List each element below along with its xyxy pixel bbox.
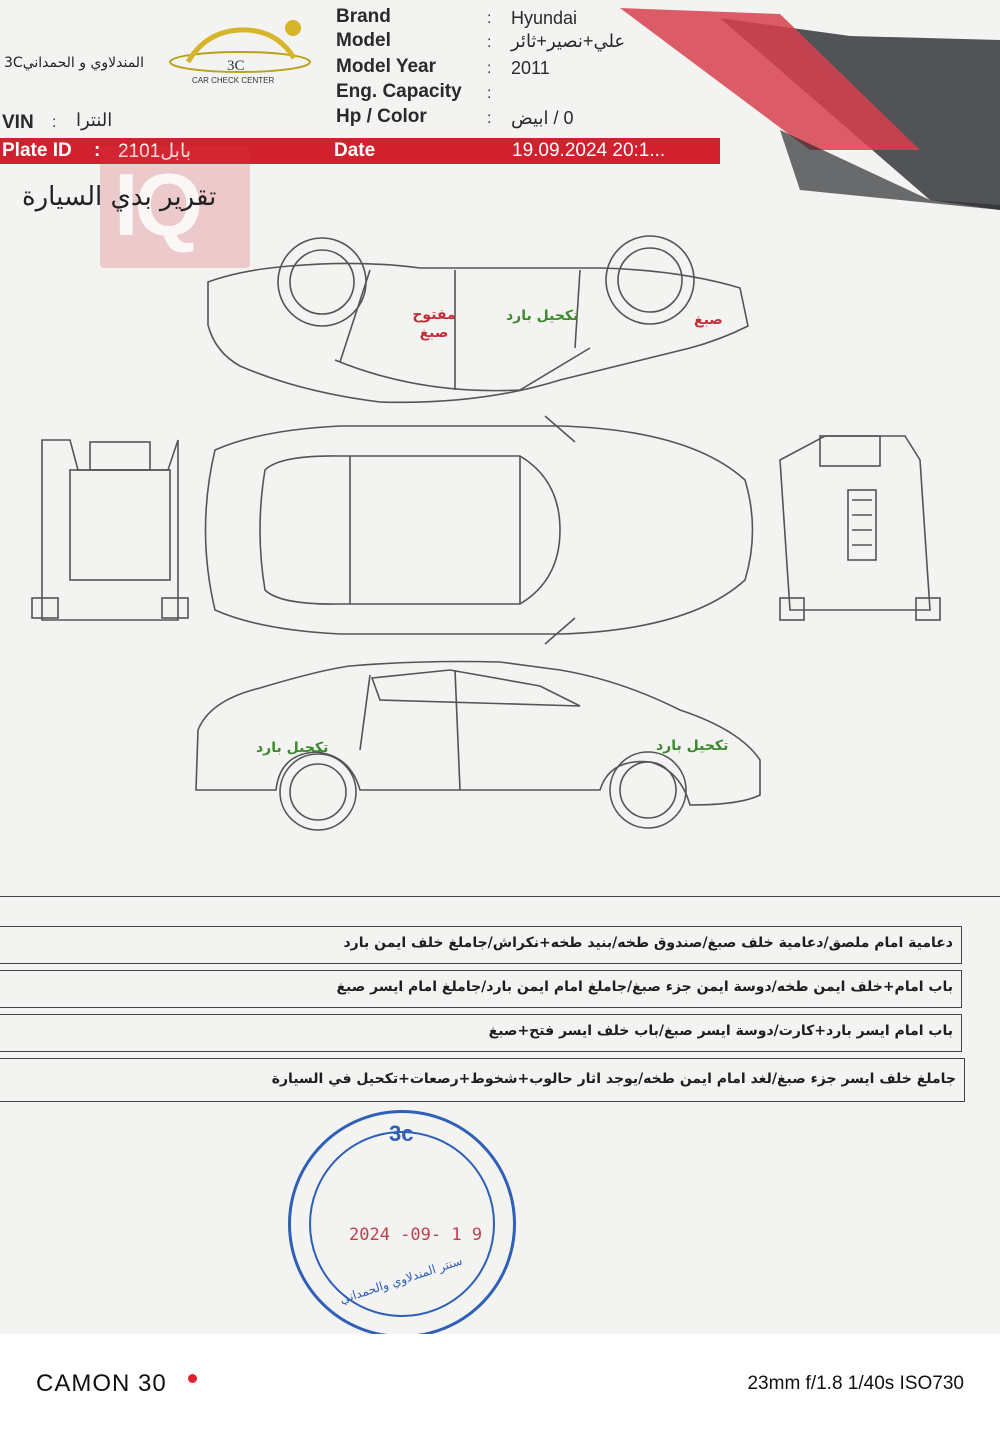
inspection-stamp: 3c 2024 -09- 1 9 سنتر المندلاوي والحمدان… bbox=[288, 1110, 516, 1334]
brand-label: Brand bbox=[336, 6, 391, 27]
plate-id-value: بابل2101 bbox=[118, 141, 192, 162]
model-year-label: Model Year bbox=[336, 56, 436, 77]
date-label: Date bbox=[334, 140, 376, 161]
report-title: تقرير بدي السيارة bbox=[22, 182, 217, 212]
plate-date-bar bbox=[0, 138, 720, 164]
colon-separator: : bbox=[487, 110, 492, 127]
finding-text: دعامية امام ملصق/دعامية خلف صبغ/صندوق طخ… bbox=[343, 935, 953, 951]
note-top-left: مفتوح صبغ bbox=[412, 307, 456, 341]
car-diagram bbox=[31, 235, 941, 831]
colon-separator: : bbox=[52, 114, 57, 131]
brand-value: Hyundai bbox=[511, 8, 578, 28]
finding-text: باب امام+خلف ايمن طخه/دوسة ايمن جزء صبغ/… bbox=[336, 979, 953, 995]
hp-color-value: 0 / ابيض bbox=[511, 108, 574, 128]
logo-text: 3C bbox=[227, 58, 245, 74]
inspection-sheet: 3C CAR CHECK CENTER المندلاوي و الحمداني… bbox=[0, 0, 1000, 1334]
colon-separator: : bbox=[487, 85, 492, 102]
note-top-middle: تكحيل بارد bbox=[506, 308, 579, 324]
plate-id-label: Plate ID bbox=[2, 140, 72, 161]
model-value: علي+نصير+ثائر bbox=[511, 31, 626, 51]
model-label: Model bbox=[336, 30, 391, 51]
note-side-right: تكحيل بارد bbox=[656, 738, 729, 754]
findings-frame-top bbox=[0, 896, 1000, 927]
car-profile-bottom bbox=[195, 660, 761, 831]
vin-value: النترا bbox=[76, 110, 113, 130]
corner-decoration bbox=[620, 8, 1000, 210]
company-name: المندلاوي و الحمداني3C bbox=[4, 55, 144, 71]
colon-separator: : bbox=[487, 34, 492, 51]
stamp-inner-ring bbox=[309, 1131, 495, 1317]
camera-footer bbox=[0, 1334, 1000, 1438]
note-side-left: تكحيل بارد bbox=[256, 740, 329, 756]
car-profile-top bbox=[207, 235, 749, 404]
camera-exif: 23mm f/1.8 1/40s ISO730 bbox=[747, 1373, 964, 1394]
car-rear-view bbox=[31, 439, 189, 621]
finding-text: باب امام ايسر بارد+كارت/دوسة ايسر صبغ/با… bbox=[488, 1023, 953, 1039]
car-front-view bbox=[779, 435, 941, 621]
logo-car-icon bbox=[169, 20, 311, 73]
eng-capacity-label: Eng. Capacity bbox=[336, 81, 462, 102]
vin-label: VIN bbox=[2, 112, 34, 133]
date-value: 19.09.2024 20:1... bbox=[512, 140, 666, 161]
watermark-logo: IQ bbox=[100, 146, 250, 268]
colon-separator: : bbox=[94, 140, 101, 161]
stamp-logo: 3c bbox=[389, 1121, 414, 1146]
finding-row: باب امام+خلف ايمن طخه/دوسة ايمن جزء صبغ/… bbox=[0, 970, 962, 1008]
camera-model: CAMON 30 bbox=[36, 1370, 167, 1397]
logo-subtitle: CAR CHECK CENTER bbox=[192, 76, 275, 85]
car-topdown bbox=[204, 415, 754, 645]
model-year-value: 2011 bbox=[511, 58, 550, 78]
note-top-right: صبغ bbox=[694, 312, 723, 328]
watermark-text: IQ bbox=[114, 155, 203, 254]
colon-separator: : bbox=[487, 60, 492, 77]
finding-row: باب امام ايسر بارد+كارت/دوسة ايسر صبغ/با… bbox=[0, 1014, 962, 1052]
colon-separator: : bbox=[487, 10, 492, 27]
finding-row: دعامية امام ملصق/دعامية خلف صبغ/صندوق طخ… bbox=[0, 926, 962, 964]
finding-row: جاملغ خلف ايسر جزء صبغ/لغد امام ايمن طخه… bbox=[0, 1058, 965, 1102]
hp-color-label: Hp / Color bbox=[336, 106, 427, 127]
stamp-date: 2024 -09- 1 9 bbox=[349, 1225, 483, 1245]
finding-text: جاملغ خلف ايسر جزء صبغ/لغد امام ايمن طخه… bbox=[271, 1071, 956, 1087]
camera-dot-icon bbox=[188, 1374, 197, 1383]
